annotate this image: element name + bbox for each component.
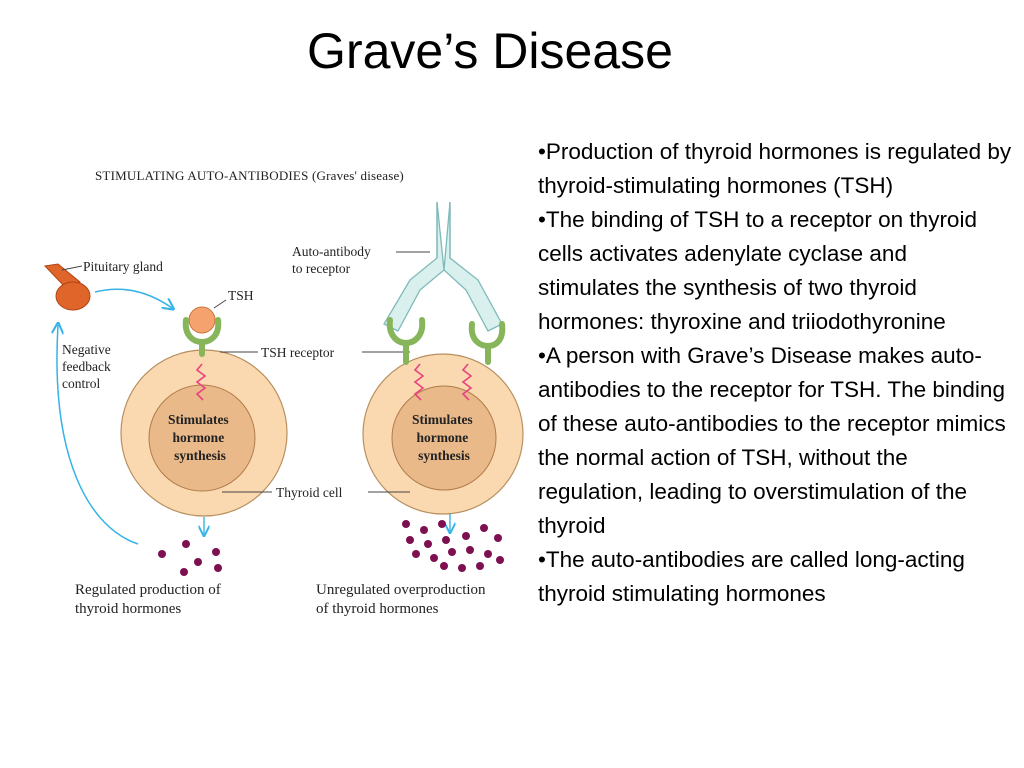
- thyroid-cell-overstimulated: [362, 353, 524, 515]
- unregulated-caption: Unregulated overproduction of thyroid ho…: [316, 582, 489, 617]
- pituitary-leader: [61, 265, 83, 271]
- graves-disease-diagram: STIMULATING AUTO-ANTIBODIES (Graves' dis…: [43, 168, 524, 617]
- cell-text-left: Stimulates hormone synthesis: [168, 412, 232, 463]
- tsh-receptor-right-a: [386, 317, 426, 365]
- bullet-item: •A person with Grave’s Disease makes aut…: [538, 343, 1006, 538]
- pituitary-label: Pituitary gland: [83, 259, 163, 274]
- bullet-list: •Production of thyroid hormones is regul…: [538, 135, 1014, 611]
- signal-left: [195, 363, 207, 401]
- hormone-dots-regulated: [158, 540, 222, 576]
- pituitary-to-tsh-arrow: [94, 288, 172, 308]
- negative-feedback-label: Negative feedback control: [62, 342, 114, 391]
- negative-feedback-arrow: [57, 325, 139, 545]
- signal-right-b: [461, 363, 473, 401]
- thyroid-cell-regulated: [120, 349, 288, 517]
- regulated-caption: Regulated production of thyroid hormones: [75, 582, 225, 617]
- bullet-item: •The binding of TSH to a receptor on thy…: [538, 207, 977, 334]
- tsh-label: TSH: [228, 288, 254, 303]
- diagram-heading: STIMULATING AUTO-ANTIBODIES (Graves' dis…: [95, 168, 404, 183]
- cell-text-right: Stimulates hormone synthesis: [412, 412, 476, 463]
- tsh-receptor-left: [182, 317, 222, 357]
- tsh-molecule: [188, 306, 216, 334]
- tsh-receptor-right-b: [468, 321, 506, 365]
- tsh-leader: [213, 299, 227, 309]
- bullet-item: •Production of thyroid hormones is regul…: [538, 139, 1012, 198]
- auto-antibody: [383, 201, 503, 332]
- pituitary-gland: [43, 263, 91, 311]
- hormone-dots-unregulated: [402, 520, 504, 572]
- auto-antibody-label: Auto-antibody to receptor: [292, 244, 374, 276]
- bullet-item: •The auto-antibodies are called long-act…: [538, 547, 965, 606]
- signal-right-a: [413, 363, 425, 401]
- tsh-receptor-label: TSH receptor: [261, 345, 335, 360]
- thyroid-cell-label: Thyroid cell: [276, 485, 343, 500]
- slide-title: Grave’s Disease: [307, 23, 673, 79]
